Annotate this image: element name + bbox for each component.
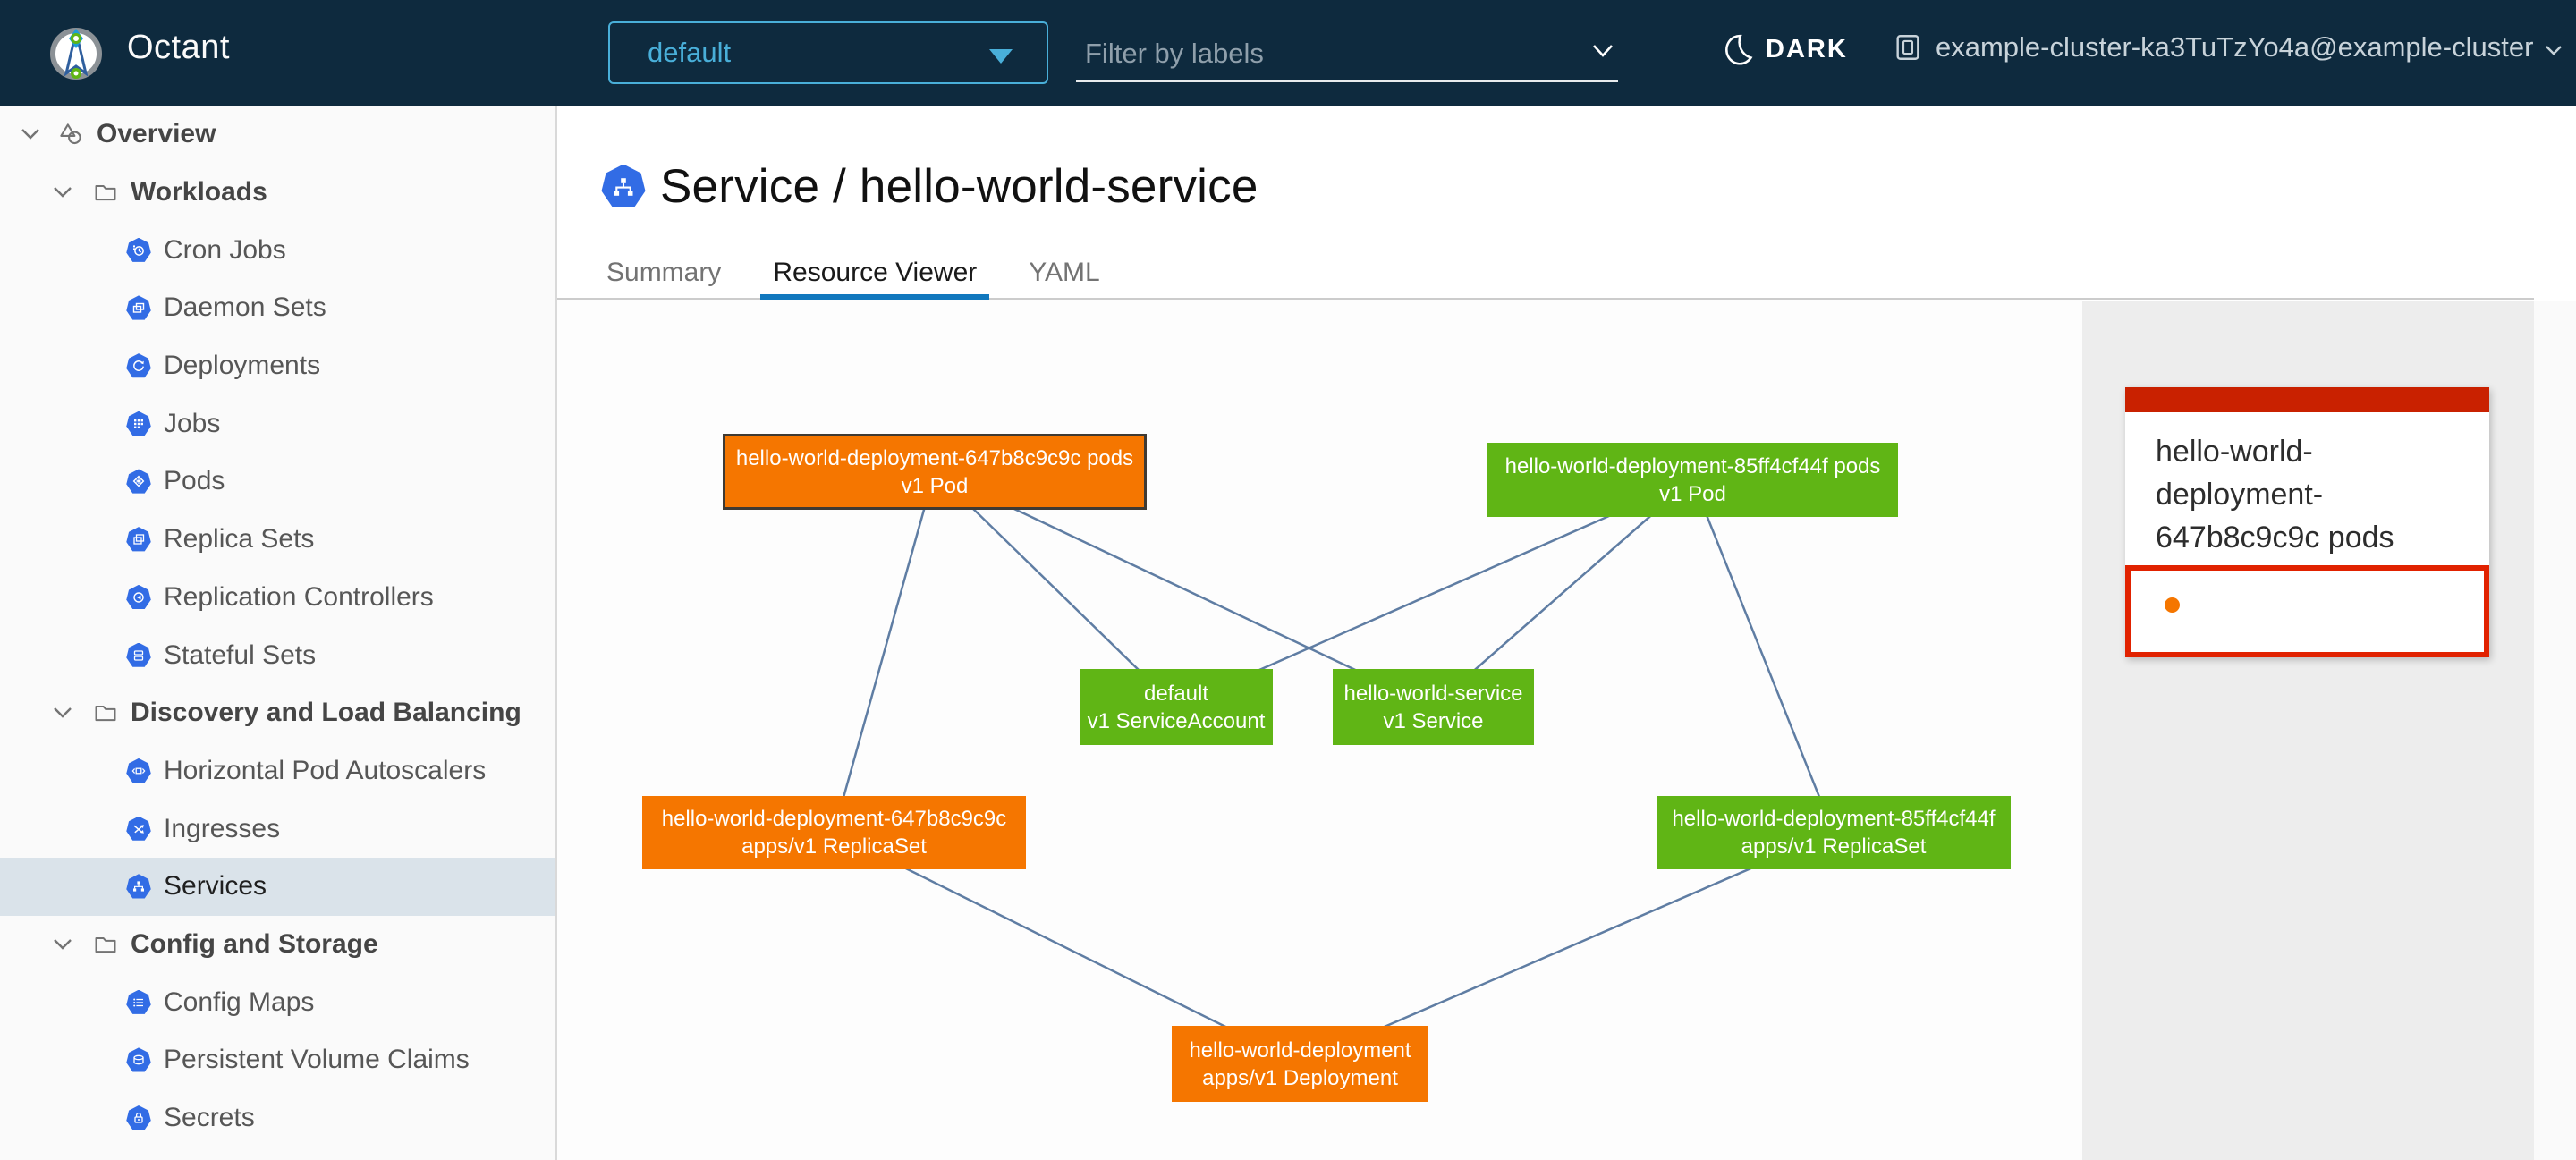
sidebar-item-pods[interactable]: Pods <box>0 453 555 511</box>
graph-node-serviceaccount-default[interactable]: default v1 ServiceAccount <box>1080 669 1273 745</box>
page-title-row: Service / hello-world-service <box>601 159 1258 214</box>
chevron-down-icon[interactable] <box>52 185 73 199</box>
cronjob-icon <box>126 237 151 262</box>
sidebar-item-stateful-sets[interactable]: Stateful Sets <box>0 626 555 684</box>
graph-node-pod-647b8c9c9c[interactable]: hello-world-deployment-647b8c9c9c pods v… <box>723 434 1147 510</box>
sidebar-group-workloads[interactable]: Workloads <box>0 164 555 222</box>
label-filter-placeholder: Filter by labels <box>1085 38 1264 69</box>
statefulset-icon <box>126 642 151 667</box>
chevron-down-icon[interactable] <box>1591 43 1614 59</box>
tab-divider <box>557 298 2534 300</box>
chevron-down-icon <box>2546 46 2563 55</box>
sidebar-group-discovery-and-load-balancing[interactable]: Discovery and Load Balancing <box>0 684 555 742</box>
sidebar-item-deployments[interactable]: Deployments <box>0 337 555 395</box>
app-title: Octant <box>127 29 230 66</box>
theme-toggle-button[interactable]: DARK <box>1723 32 1848 66</box>
tab-resource-viewer[interactable]: Resource Viewer <box>760 255 990 300</box>
service-icon <box>126 874 151 899</box>
sidebar-item-services[interactable]: Services <box>0 857 555 916</box>
folder-icon <box>93 180 118 205</box>
daemonset-icon <box>126 295 151 320</box>
moon-icon <box>1725 34 1753 65</box>
cluster-icon <box>1896 35 1919 60</box>
namespace-dropdown[interactable]: default <box>608 21 1048 84</box>
tab-summary[interactable]: Summary <box>606 258 722 287</box>
octant-logo-icon <box>45 21 107 84</box>
graph-node-replicaset-85ff4cf44f[interactable]: hello-world-deployment-85ff4cf44f apps/v… <box>1657 796 2011 869</box>
dropdown-caret-icon <box>989 49 1013 64</box>
tab-bar: Summary Resource Viewer YAML <box>594 255 1113 300</box>
sidebar-item-jobs[interactable]: Jobs <box>0 394 555 453</box>
replicaset-icon <box>126 527 151 552</box>
sidebar-group-config-and-storage[interactable]: Config and Storage <box>0 916 555 974</box>
theme-toggle-label: DARK <box>1766 34 1848 64</box>
graph-node-replicaset-647b8c9c9c[interactable]: hello-world-deployment-647b8c9c9c apps/v… <box>642 796 1026 869</box>
node-detail-card: hello-world-deployment-647b8c9c9c pods <box>2125 387 2489 657</box>
chevron-down-icon[interactable] <box>52 706 73 720</box>
pvc-icon <box>126 1047 151 1072</box>
sidebar-item-cron-jobs[interactable]: Cron Jobs <box>0 221 555 279</box>
sidebar-item-ingresses[interactable]: Ingresses <box>0 800 555 858</box>
pod-icon <box>126 469 151 494</box>
sidebar-item-persistent-volume-claims[interactable]: Persistent Volume Claims <box>0 1031 555 1089</box>
sidebar-item-config-maps[interactable]: Config Maps <box>0 973 555 1031</box>
overview-icon <box>57 121 84 148</box>
configmap-icon <box>126 989 151 1014</box>
hpa-icon <box>126 758 151 783</box>
secret-icon <box>126 1105 151 1130</box>
job-icon <box>126 411 151 436</box>
header-bar: Octant default Filter by labels DARK exa… <box>0 0 2576 106</box>
sidebar-item-daemon-sets[interactable]: Daemon Sets <box>0 279 555 337</box>
card-title: hello-world-deployment-647b8c9c9c pods <box>2156 435 2394 555</box>
service-icon <box>601 164 646 207</box>
ingress-icon <box>126 816 151 841</box>
sidebar-item-secrets[interactable]: Secrets <box>0 1089 555 1147</box>
cluster-context-label: example-cluster-ka3TuTzYo4a@example-clus… <box>1936 31 2534 63</box>
panel-scroll-gutter <box>2534 301 2576 1160</box>
graph-node-deployment-hello-world[interactable]: hello-world-deployment apps/v1 Deploymen… <box>1172 1026 1428 1102</box>
label-filter-input[interactable]: Filter by labels <box>1076 25 1618 82</box>
chevron-down-icon[interactable] <box>20 127 41 141</box>
graph-node-service-hello-world-service[interactable]: hello-world-service v1 Service <box>1333 669 1534 745</box>
replicationcontroller-icon <box>126 584 151 610</box>
sidebar-item-overview[interactable]: Overview <box>0 106 555 164</box>
card-accent-bar <box>2125 387 2489 412</box>
page-title: Service / hello-world-service <box>660 160 1258 213</box>
sidebar-item-horizontal-pod-autoscalers[interactable]: Horizontal Pod Autoscalers <box>0 742 555 800</box>
namespace-selected-value: default <box>648 37 732 68</box>
sidebar-item-replication-controllers[interactable]: Replication Controllers <box>0 569 555 627</box>
chevron-down-icon[interactable] <box>52 937 73 952</box>
cluster-context-selector[interactable]: example-cluster-ka3TuTzYo4a@example-clus… <box>1893 30 2563 64</box>
graph-node-pod-85ff4cf44f[interactable]: hello-world-deployment-85ff4cf44f pods v… <box>1487 443 1898 517</box>
folder-icon <box>93 700 118 725</box>
pod-status-box[interactable] <box>2125 565 2489 657</box>
tab-yaml[interactable]: YAML <box>1029 258 1100 287</box>
folder-icon <box>93 932 118 957</box>
pod-status-dot[interactable] <box>2165 597 2180 613</box>
node-detail-panel: hello-world-deployment-647b8c9c9c pods <box>2082 301 2534 1160</box>
deployment-icon <box>126 353 151 378</box>
sidebar-item-replica-sets[interactable]: Replica Sets <box>0 511 555 569</box>
sidebar-nav: Overview Workloads Cron Jobs Daemon Sets… <box>0 106 557 1160</box>
